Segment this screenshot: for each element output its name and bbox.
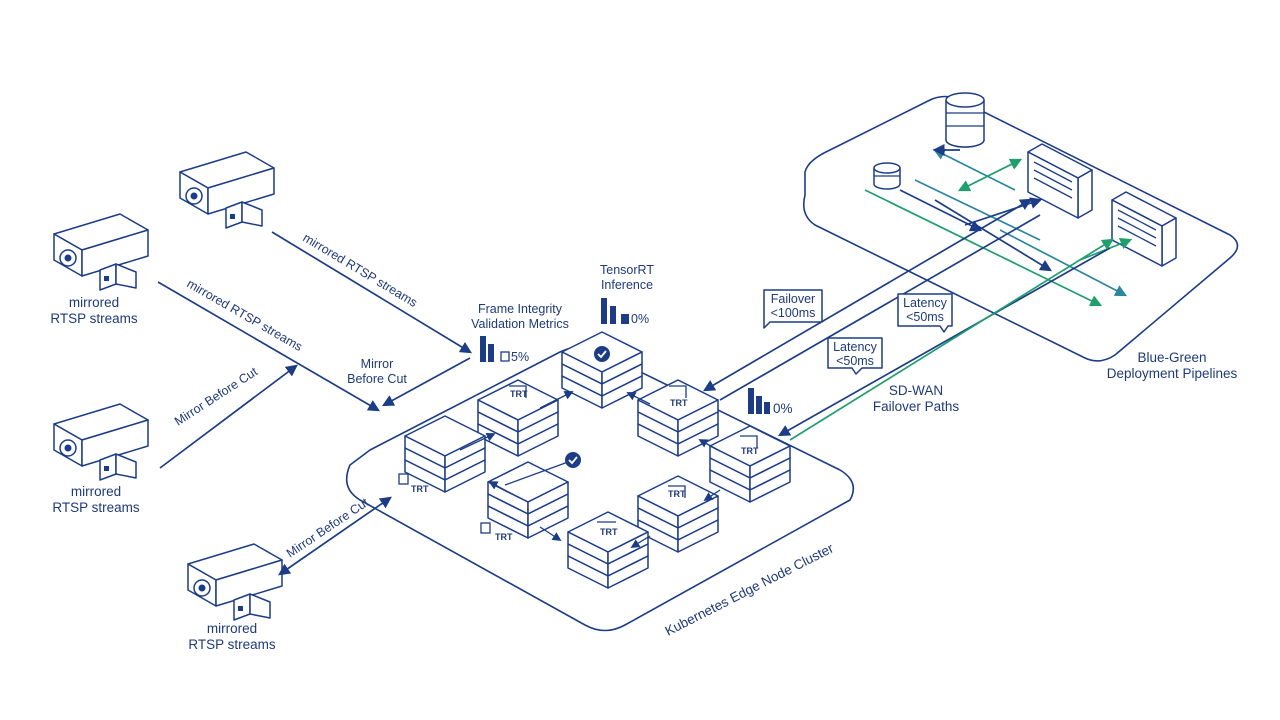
mirror-before-cut-label-2: Before Cut bbox=[347, 372, 407, 386]
trt-chip-icon: TRT bbox=[480, 522, 513, 542]
security-camera-icon bbox=[53, 213, 149, 291]
server-node-icon bbox=[709, 425, 791, 503]
bluegreen-label-1: Blue-Green bbox=[1137, 350, 1206, 365]
svg-text:TRT: TRT bbox=[510, 389, 528, 399]
latency-callout: Latency <50ms bbox=[827, 337, 883, 375]
server-node-icon bbox=[487, 461, 569, 539]
cluster-flow-arrows bbox=[459, 391, 721, 548]
database-icon bbox=[945, 92, 985, 148]
check-icon bbox=[565, 452, 581, 468]
tensorrt-metrics: TensorRT Inference 0% bbox=[600, 263, 654, 326]
rack-server-icon bbox=[1027, 143, 1093, 219]
mirror-before-cut-label-1: Mirror bbox=[361, 357, 394, 371]
stream-arrow-label-2: mirrored RTSP streams bbox=[185, 276, 305, 354]
camera-label-1: mirrored bbox=[69, 295, 119, 310]
bar-metric-icon: 0% bbox=[748, 388, 793, 416]
server-node-icon bbox=[567, 511, 649, 589]
trt-chip-icon: TRT bbox=[509, 385, 528, 399]
camera-label-3: mirrored bbox=[207, 621, 257, 636]
svg-text:Latency: Latency bbox=[833, 340, 878, 354]
trt-chip-icon: TRT bbox=[668, 485, 686, 499]
svg-text:<100ms: <100ms bbox=[771, 306, 816, 320]
camera-label-3b: RTSP streams bbox=[188, 637, 276, 652]
server-node-icon bbox=[404, 415, 486, 493]
bluegreen-label-2: Deployment Pipelines bbox=[1107, 366, 1238, 381]
svg-text:Failover: Failover bbox=[771, 292, 815, 306]
svg-text:TRT: TRT bbox=[495, 532, 513, 542]
svg-text:0%: 0% bbox=[631, 312, 649, 326]
svg-text:5%: 5% bbox=[511, 350, 529, 364]
mirror-cut-label-1: Mirror Before Cut bbox=[172, 364, 260, 428]
svg-text:Validation Metrics: Validation Metrics bbox=[471, 317, 569, 331]
svg-text:Inference: Inference bbox=[601, 278, 653, 292]
trt-chip-icon: TRT bbox=[740, 435, 759, 456]
server-node-icon bbox=[561, 331, 643, 409]
trt-chip-icon: TRT bbox=[597, 521, 618, 537]
frame-integrity-metrics: Frame Integrity Validation Metrics 5% bbox=[471, 302, 569, 364]
camera-label-2: mirrored bbox=[71, 484, 121, 499]
stream-arrows bbox=[157, 231, 473, 576]
svg-text:TRT: TRT bbox=[668, 489, 686, 499]
camera-label-2b: RTSP streams bbox=[52, 500, 140, 515]
latency-callout: Latency <50ms bbox=[897, 293, 953, 333]
security-camera-icon bbox=[53, 403, 149, 481]
trt-chip-icon: TRT bbox=[669, 385, 688, 408]
failover-callout: Failover <100ms bbox=[763, 289, 823, 329]
svg-text:Latency: Latency bbox=[903, 296, 948, 310]
svg-text:TensorRT: TensorRT bbox=[600, 263, 654, 277]
svg-text:0%: 0% bbox=[773, 401, 793, 416]
svg-text:<50ms: <50ms bbox=[836, 354, 874, 368]
sdwan-label-1: SD-WAN bbox=[889, 383, 943, 398]
svg-text:<50ms: <50ms bbox=[906, 310, 944, 324]
camera-label-1b: RTSP streams bbox=[50, 311, 138, 326]
svg-text:Frame Integrity: Frame Integrity bbox=[478, 302, 563, 316]
svg-text:TRT: TRT bbox=[600, 527, 618, 537]
sdwan-label-2: Failover Paths bbox=[873, 399, 960, 414]
server-node-icon bbox=[637, 379, 719, 457]
check-icon bbox=[594, 346, 610, 362]
sdwan-failover-paths bbox=[702, 198, 1115, 441]
trt-chip-icon: TRT bbox=[398, 473, 429, 494]
server-node-icon bbox=[637, 475, 719, 553]
svg-text:TRT: TRT bbox=[670, 398, 688, 408]
svg-text:TRT: TRT bbox=[411, 484, 429, 494]
security-camera-icon bbox=[187, 543, 283, 621]
mirror-cut-label-2: Mirror Before Cut bbox=[284, 495, 372, 561]
stream-arrow-label-1: mirrored RTSP streams bbox=[300, 231, 419, 310]
svg-text:TRT: TRT bbox=[741, 446, 759, 456]
security-camera-icon bbox=[179, 151, 275, 229]
database-icon bbox=[873, 162, 901, 190]
